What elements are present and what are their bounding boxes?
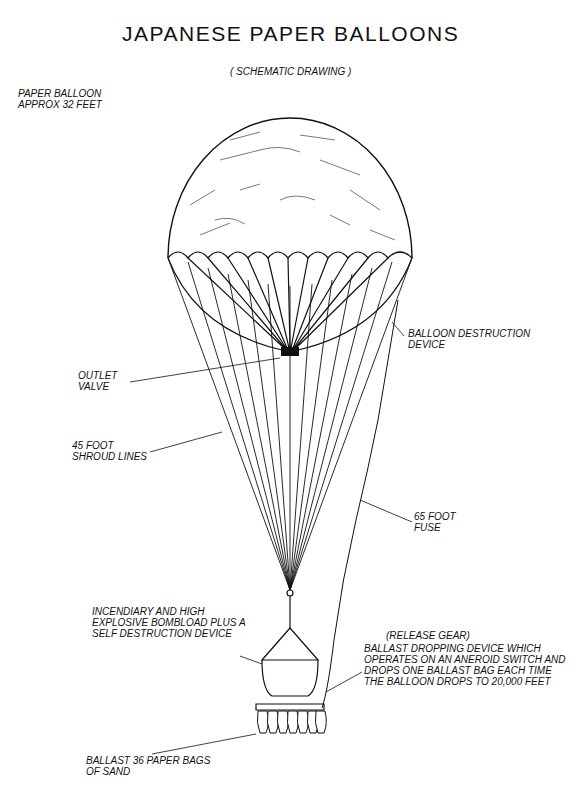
shroud-lines	[168, 258, 412, 590]
part-label: BALLOON DESTRUCTION DEVICE	[408, 328, 558, 350]
subtitle: ( SCHEMATIC DRAWING )	[230, 66, 351, 77]
envelope-shading	[190, 132, 395, 240]
release-gear	[256, 590, 324, 710]
part-label: BALLAST DROPPING DEVICE WHICH OPERATES O…	[364, 643, 569, 687]
diagram-title: JAPANESE PAPER BALLOONS	[122, 22, 459, 46]
part-label: BALLAST 36 PAPER BAGS OF SAND	[86, 755, 226, 777]
part-label: (RELEASE GEAR)	[386, 630, 506, 641]
part-label: INCENDIARY AND HIGH EXPLOSIVE BOMBLOAD P…	[92, 606, 252, 639]
ballast-bags	[257, 711, 326, 733]
part-label: 45 FOOT SHROUD LINES	[72, 440, 152, 462]
part-label: 65 FOOT FUSE	[414, 511, 469, 533]
part-label: PAPER BALLOON APPROX 32 FEET	[18, 88, 118, 110]
leader-lines	[130, 322, 412, 754]
part-label: OUTLET VALVE	[78, 370, 133, 392]
